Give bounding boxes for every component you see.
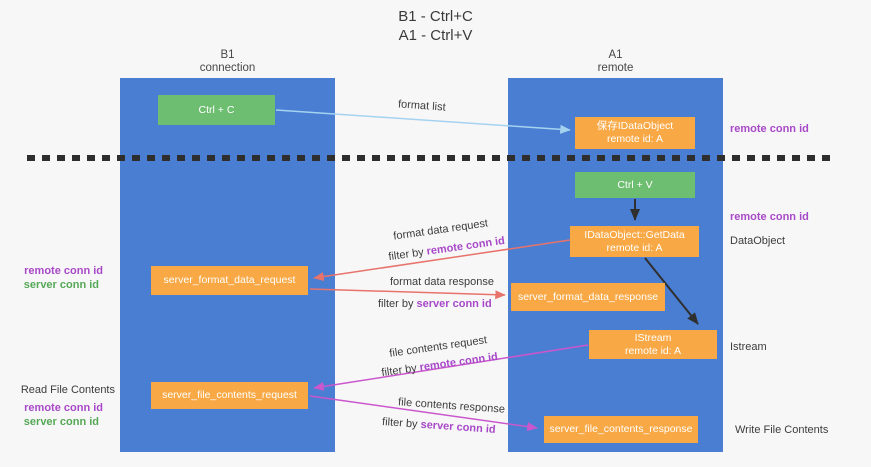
title-line-2: A1 - Ctrl+V — [398, 27, 473, 44]
lane-b1-subtitle: connection — [199, 62, 256, 74]
annotation-remote-conn-id-mid: remote conn id — [730, 211, 809, 223]
annotation-server-conn-id-left-1: server conn id — [23, 279, 99, 291]
lane-b1-name: B1 — [220, 49, 235, 61]
arrow-format-data-request — [313, 239, 571, 282]
annotation-write-file-contents: Write File Contents — [735, 424, 829, 436]
annotation-remote-conn-id-top: remote conn id — [730, 123, 809, 135]
diagram-title: B1 - Ctrl+C A1 - Ctrl+V — [0, 7, 871, 45]
lane-header-a1: A1 remote — [508, 49, 723, 75]
label-filter-by-2: filter by — [378, 298, 417, 310]
node-server-format-data-request-label: server_format_data_request — [163, 274, 296, 286]
node-idataobject-getdata: IDataObject::GetData remote id: A — [570, 226, 699, 257]
node-save-idataobject-subtitle: remote id: A — [606, 133, 664, 145]
node-server-file-contents-response: server_file_contents_response — [544, 416, 698, 443]
node-server-file-contents-response-label: server_file_contents_response — [549, 423, 693, 435]
node-server-file-contents-request: server_file_contents_request — [151, 382, 308, 409]
node-server-format-data-response: server_format_data_response — [511, 283, 665, 311]
annotation-remote-conn-id-left-2: remote conn id — [24, 402, 103, 414]
arrow-format-data-response — [309, 288, 506, 300]
node-ctrl-v: Ctrl + V — [575, 172, 695, 198]
node-istream-title: IStream — [634, 331, 672, 344]
label-format-data-response: format data response — [390, 276, 494, 288]
annotation-server-conn-id-left-2: server conn id — [23, 416, 99, 428]
arrow-file-contents-request — [313, 344, 589, 391]
lane-header-b1: B1 connection — [120, 49, 335, 75]
lane-a1-name: A1 — [608, 49, 623, 61]
node-idataobject-getdata-title: IDataObject::GetData — [584, 228, 685, 241]
node-server-file-contents-request-label: server_file_contents_request — [162, 389, 297, 401]
lane-a1-subtitle: remote — [597, 62, 634, 74]
node-server-format-data-response-label: server_format_data_response — [517, 290, 659, 303]
node-server-format-data-request: server_format_data_request — [151, 266, 308, 295]
title-line-1: B1 - Ctrl+C — [398, 8, 473, 25]
arrow-file-contents-response — [309, 395, 538, 432]
label-server-conn-id-filter-1: server conn id — [416, 298, 492, 310]
node-idataobject-getdata-subtitle: remote id: A — [606, 241, 663, 254]
annotation-dataobject: DataObject — [730, 235, 786, 247]
dashed-separator — [27, 155, 831, 161]
node-istream: IStream remote id: A — [589, 330, 717, 359]
node-ctrl-c: Ctrl + C — [158, 95, 275, 125]
annotation-read-file-contents: Read File Contents — [20, 384, 115, 396]
node-ctrl-v-label: Ctrl + V — [617, 178, 653, 191]
node-save-idataobject-title: 保存IDataObject — [596, 120, 674, 132]
arrow-getdata-to-istream — [644, 257, 699, 325]
node-save-idataobject: 保存IDataObject remote id: A — [575, 117, 695, 149]
node-istream-subtitle: remote id: A — [624, 344, 682, 357]
annotation-istream: Istream — [730, 341, 767, 353]
node-ctrl-c-label: Ctrl + C — [198, 103, 235, 116]
annotation-remote-conn-id-left-1: remote conn id — [24, 265, 103, 277]
arrow-format-list — [275, 109, 571, 134]
label-filter-server-1: filter by server conn id — [378, 298, 492, 310]
